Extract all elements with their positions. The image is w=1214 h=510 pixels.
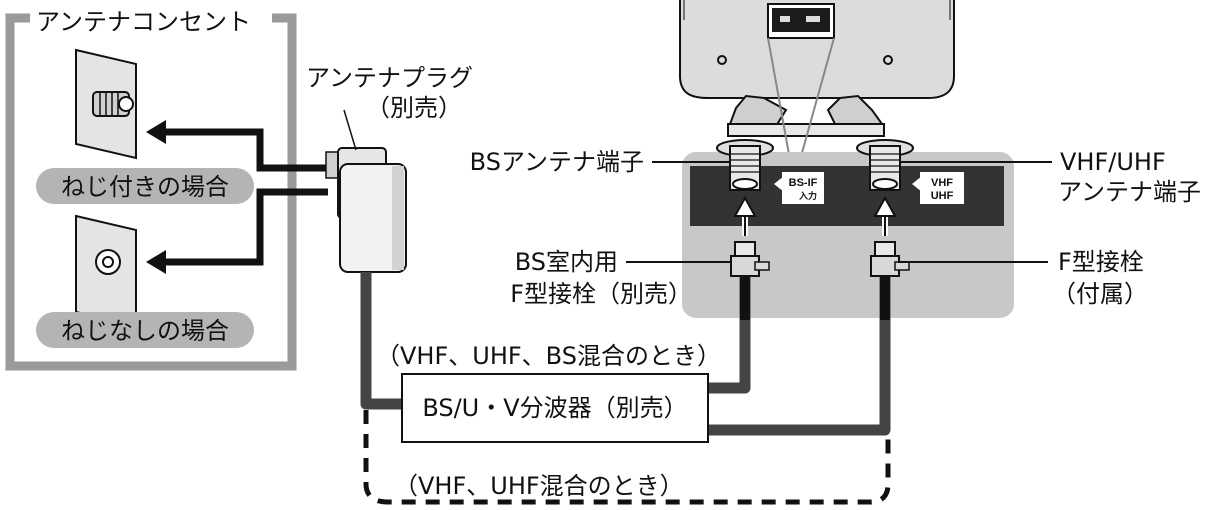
- plain-jack-icon: [95, 249, 121, 275]
- vhf-tag: [920, 172, 964, 204]
- tv-set: [679, 0, 955, 137]
- f-connector-label-line2: （付属）: [1052, 280, 1148, 308]
- bs-jack-icon: [716, 139, 774, 191]
- antenna-plug: [325, 109, 407, 273]
- cables: [360, 272, 891, 505]
- splitter-label: BS/U・V分波器（別売）: [422, 394, 687, 422]
- bs-up-arrow-icon: [733, 195, 757, 236]
- plug-label-line1: アンテナプラグ: [306, 64, 473, 92]
- bs-connector-label-line1: BS室内用: [515, 248, 618, 276]
- vhf-tag-line1: VHF: [931, 177, 953, 189]
- outlet-box: アンテナコンセント: [5, 8, 297, 371]
- f-connector-label-line1: F型接栓: [1058, 248, 1144, 276]
- vhf-jack-icon: [856, 139, 914, 191]
- terminal-panel: BS-IF 入力 VHF UHF: [682, 139, 1014, 318]
- splitter-box: BS/U・V分波器（別売）: [401, 373, 709, 443]
- bs-terminal-label: BSアンテナ端子: [470, 148, 644, 176]
- vhf-terminal-label-line2: アンテナ端子: [1058, 178, 1201, 206]
- bs-tag-line2: 入力: [798, 190, 817, 201]
- vhf-terminal-label-line1: VHF/UHF: [1060, 148, 1166, 176]
- plug-label-line2: （別売）: [366, 94, 462, 122]
- note-mixed-vu: （VHF、UHF混合のとき）: [394, 472, 684, 500]
- pill-plain-label: ねじなしの場合: [61, 317, 229, 345]
- bs-connector-label-line2: F型接栓（別売）: [510, 280, 692, 308]
- pill-plain: ねじなしの場合: [36, 312, 254, 348]
- vhf-up-arrow-icon: [873, 195, 897, 236]
- note-mixed-bs: （VHF、UHF、BS混合のとき）: [376, 342, 721, 370]
- bs-tag: [782, 172, 824, 204]
- outlet-box-title: アンテナコンセント: [36, 8, 251, 36]
- bs-tag-line1: BS-IF: [789, 177, 818, 189]
- callout-lines: [626, 161, 1052, 263]
- pill-screw-label: ねじ付きの場合: [61, 173, 229, 201]
- zoom-lines: [767, 37, 835, 161]
- vhf-tag-line2: UHF: [931, 190, 954, 202]
- outlet-plain-type: [75, 214, 137, 328]
- outlet-screw-type: [75, 48, 137, 160]
- bs-f-connector-icon: [730, 241, 770, 277]
- pill-screw: ねじ付きの場合: [36, 168, 254, 204]
- plug-insert-arrows: [146, 120, 328, 274]
